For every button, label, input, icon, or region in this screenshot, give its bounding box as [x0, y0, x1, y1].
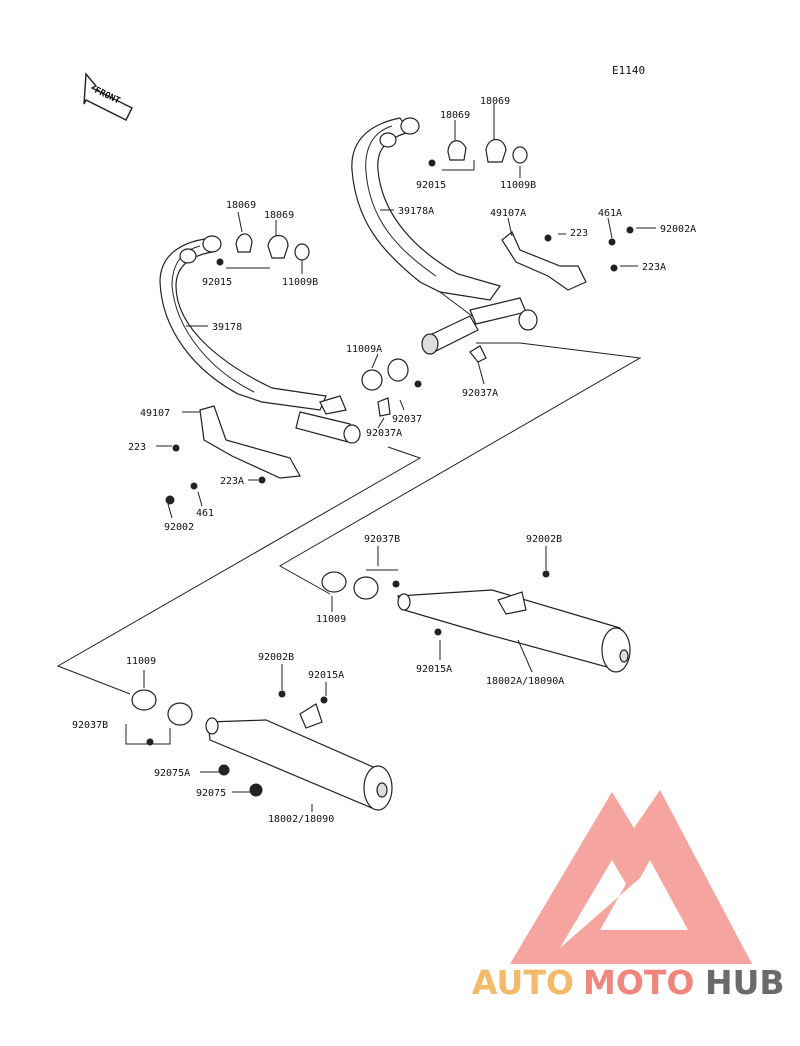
label-461: 461 — [196, 508, 214, 519]
clamp-18069-left — [216, 233, 310, 266]
assembly-outline-lines — [56, 342, 642, 695]
label-223-a: 223 — [570, 228, 588, 239]
header-pipe-39178 — [159, 235, 361, 444]
connector-11009a — [361, 358, 422, 417]
label-18002a: 18002A/18090A — [486, 676, 564, 687]
label-18002: 18002/18090 — [268, 814, 334, 825]
label-92075a: 92075A — [154, 768, 190, 779]
label-92015a-a: 92015A — [416, 664, 452, 675]
label-223-b: 223 — [128, 442, 146, 453]
label-18069-b: 18069 — [440, 110, 470, 121]
watermark-auto: AUTO — [472, 963, 574, 1002]
muffler-18002a — [397, 570, 631, 673]
label-11009a: 11009A — [346, 344, 382, 355]
label-92037b-b: 92037B — [72, 720, 108, 731]
label-223a-b: 223A — [220, 476, 244, 487]
label-92037a-b: 92037A — [462, 388, 498, 399]
connector-11009-right — [321, 571, 400, 600]
label-18069-c: 18069 — [226, 200, 256, 211]
label-92002b-a: 92002B — [526, 534, 562, 545]
label-92015-a: 92015 — [416, 180, 446, 191]
bracket-49107 — [165, 405, 301, 505]
diagram-code: E1140 — [612, 64, 645, 77]
label-92037: 92037 — [392, 414, 422, 425]
label-11009b-a: 11009B — [500, 180, 536, 191]
clip-92037a-right — [469, 345, 487, 363]
label-92002a: 92002A — [660, 224, 696, 235]
label-11009-a: 11009 — [316, 614, 346, 625]
label-11009-b: 11009 — [126, 656, 156, 667]
label-39178: 39178 — [212, 322, 242, 333]
label-92037a-a: 92037A — [366, 428, 402, 439]
label-18069-a: 18069 — [480, 96, 510, 107]
header-pipe-39178a — [351, 117, 538, 355]
part-labels: 18069 18069 92015 11009B 39178A 49107A 2… — [72, 96, 696, 825]
bracket-49107a — [501, 226, 634, 291]
watermark-moto: MOTO — [583, 963, 694, 1002]
label-92015-b: 92015 — [202, 277, 232, 288]
front-arrow-icon: FRONT — [83, 72, 133, 121]
label-92037b-a: 92037B — [364, 534, 400, 545]
watermark-hub: HUB — [705, 963, 785, 1002]
label-92015a-b: 92015A — [308, 670, 344, 681]
connector-11009-left — [131, 689, 193, 746]
label-92002b-b: 92002B — [258, 652, 294, 663]
label-461a: 461A — [598, 208, 622, 219]
muffler-18002 — [205, 690, 393, 811]
label-18069-d: 18069 — [264, 210, 294, 221]
label-11009b-b: 11009B — [282, 277, 318, 288]
label-223a-a: 223A — [642, 262, 666, 273]
leader-lines — [125, 104, 656, 812]
label-92075: 92075 — [196, 788, 226, 799]
clamp-18069-right — [428, 138, 528, 167]
label-39178a: 39178A — [398, 206, 434, 217]
label-49107: 49107 — [140, 408, 170, 419]
label-92002: 92002 — [164, 522, 194, 533]
watermark-logo: AUTO MOTO HUB — [472, 790, 785, 1002]
label-49107a: 49107A — [490, 208, 526, 219]
